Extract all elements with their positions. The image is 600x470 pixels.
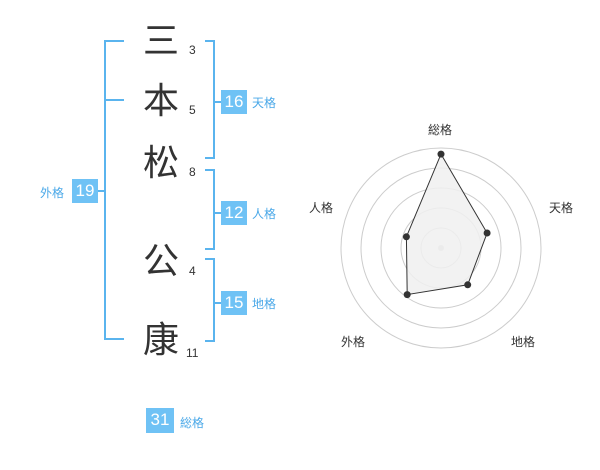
soukaku-label: 総格 — [180, 416, 205, 430]
radar-point-総格 — [437, 150, 445, 158]
radar-point-地格 — [464, 281, 472, 289]
radar-point-人格 — [402, 233, 410, 241]
gaikaku-label: 外格 — [40, 186, 65, 200]
stroke-count-5: 11 — [186, 346, 199, 360]
radar-point-外格 — [403, 291, 411, 299]
stroke-count-3: 8 — [189, 165, 196, 179]
chikaku-value: 15 — [221, 291, 247, 315]
kanji-char-2: 本 — [143, 81, 180, 122]
gaikaku-value: 19 — [72, 179, 98, 203]
radar-point-天格 — [483, 229, 491, 237]
kanji-char-3: 松 — [143, 143, 180, 184]
kanji-char-1: 三 — [143, 21, 180, 62]
radar-label-chikaku: 地格 — [511, 335, 536, 349]
tenkaku-label: 天格 — [252, 96, 277, 110]
jinkaku-label: 人格 — [252, 207, 277, 221]
radar-label-jinkaku: 人格 — [309, 201, 334, 215]
radar-ring-5 — [340, 147, 542, 349]
radar-label-tenkaku: 天格 — [549, 201, 574, 215]
stroke-count-4: 4 — [189, 264, 196, 278]
radar-label-soukaku: 総格 — [428, 123, 453, 137]
kanji-char-4: 公 — [143, 241, 180, 282]
jinkaku-value: 12 — [221, 201, 247, 225]
radar-polygon — [405, 152, 488, 296]
kanji-char-5: 康 — [143, 320, 180, 361]
stroke-count-1: 3 — [189, 43, 196, 57]
tenkaku-value: 16 — [221, 90, 247, 114]
soukaku-value: 31 — [146, 408, 174, 433]
stroke-count-2: 5 — [189, 103, 196, 117]
radar-label-gaikaku: 外格 — [341, 335, 366, 349]
chikaku-label: 地格 — [252, 297, 277, 311]
